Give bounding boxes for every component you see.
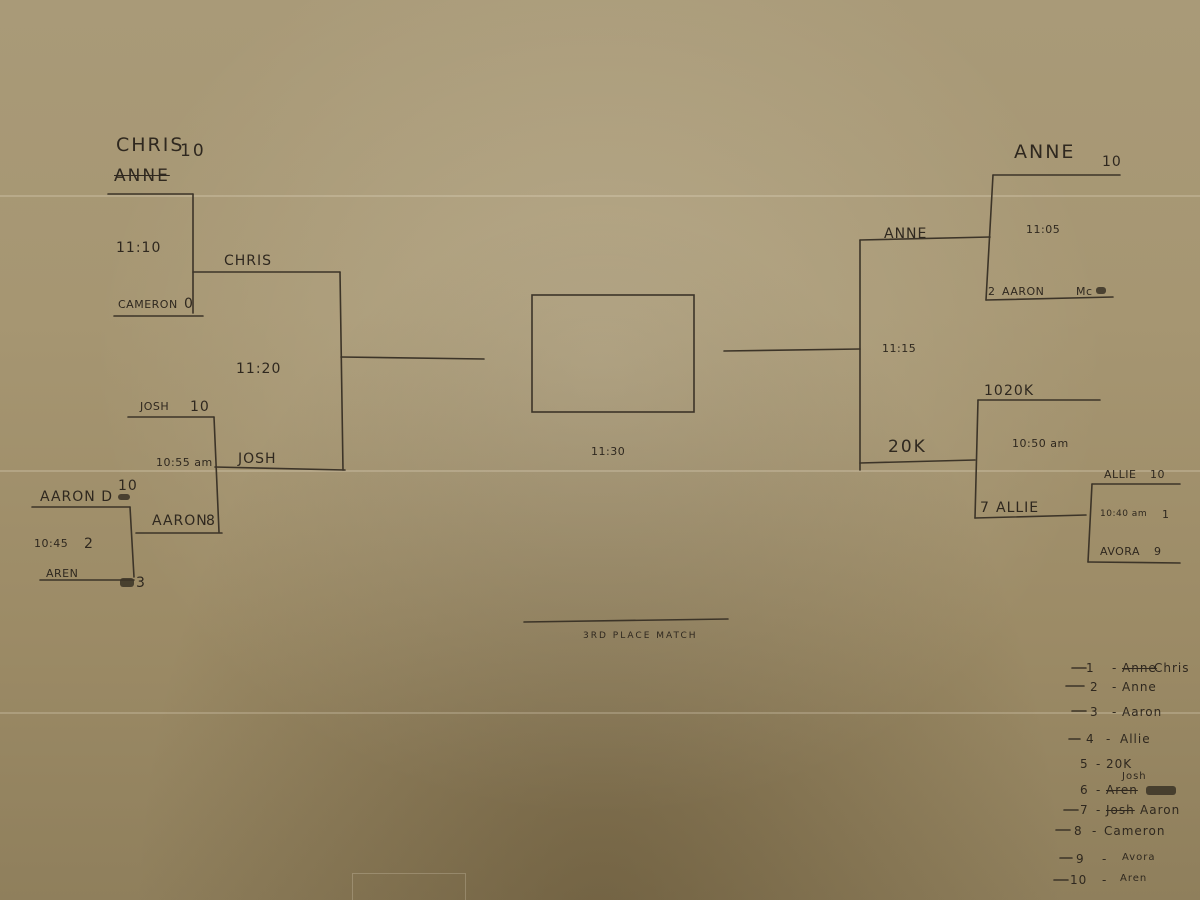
final-time: 11:30 (591, 445, 626, 458)
key-dash: - (1102, 852, 1108, 866)
key-num: 7 (1080, 803, 1089, 817)
fold-crease-middle (0, 470, 1200, 472)
right-semi-bottom-name: 20K (888, 437, 927, 457)
left-semifinal-lines (339, 271, 485, 471)
key-num: 4 (1086, 732, 1095, 746)
left-round1-match1-lines (107, 193, 341, 317)
third-place-label: 3RD PLACE MATCH (583, 631, 698, 641)
left-m3-scribble-score (120, 578, 134, 587)
left-m1-bottom-name: CAMERON (118, 298, 178, 311)
left-round1-match3-lines (31, 506, 135, 581)
key-dashes (1053, 667, 1087, 881)
right-m1-top-name: ANNE (1014, 141, 1076, 163)
left-m3-bottom-name: AREN (46, 567, 79, 580)
right-round1-match1-lines (985, 174, 1121, 301)
left-semi-bottom-name: JOSH (238, 451, 277, 467)
left-m3-top-score: 10 (118, 478, 138, 494)
key-dash: - (1096, 757, 1102, 771)
right-semi-time: 11:15 (882, 342, 917, 355)
right-m1-bottom-seed: 2 (988, 285, 996, 298)
left-m3-top-name: AARON D (40, 489, 113, 505)
left-m2-top-name: JOSH (140, 400, 170, 413)
right-m1-bottom-name: AARON (1002, 285, 1045, 298)
fold-crease-top (0, 195, 1200, 197)
key-num: 5 (1080, 757, 1089, 771)
key-struck-name: Aren (1106, 783, 1138, 797)
right-m2-bottom-seed: 7 (980, 500, 990, 516)
right-round1-match3-lines (1087, 483, 1181, 564)
right-m2-bottom-name: ALLIE (996, 500, 1040, 516)
left-m2-time: 10:55 am (156, 456, 213, 469)
key-dash: - (1096, 803, 1102, 817)
key-dash: - (1102, 873, 1108, 887)
key-name: 20K (1106, 757, 1133, 771)
key-dash: - (1106, 732, 1112, 746)
key-dash: - (1112, 705, 1118, 719)
fold-crease-bottom (0, 712, 1200, 714)
key-num: 3 (1090, 705, 1099, 719)
left-m1-top-score: 10 (180, 141, 206, 161)
left-m1-struck-name: ANNE (114, 166, 170, 186)
left-m3-time: 10:45 (34, 537, 69, 550)
key-name: Chris (1154, 661, 1190, 675)
key-name: Aren (1120, 873, 1148, 884)
key-dash: - (1092, 824, 1098, 838)
right-m3-bottom-score: 9 (1154, 545, 1162, 558)
key-struck-name: Anne (1122, 661, 1157, 675)
final-box (531, 294, 695, 413)
key-name: Cameron (1104, 824, 1166, 838)
key-name: Allie (1120, 732, 1151, 746)
right-round1-match2-lines (974, 399, 1101, 519)
key-name: Josh (1122, 771, 1147, 782)
key-struck-name: Josh (1106, 803, 1135, 817)
left-m1-bottom-score: 0 (184, 296, 194, 312)
left-m1-time: 11:10 (116, 240, 162, 256)
left-round1-match2-lines (127, 416, 346, 534)
left-m3-scribble-mark (118, 494, 130, 500)
left-m2-top-score: 10 (190, 399, 210, 415)
key-dash: - (1112, 680, 1118, 694)
right-semi-top-name: ANNE (884, 226, 928, 242)
key-name: Avora (1122, 852, 1156, 863)
left-semi-top-name: CHRIS (224, 253, 273, 269)
right-m3-time: 10:40 am (1100, 509, 1148, 519)
cardboard-tab (352, 873, 466, 900)
third-place-line (523, 618, 729, 623)
key-dash: - (1112, 661, 1118, 675)
right-m3-top-name: ALLIE (1104, 468, 1137, 481)
right-m2-top-score: 10 (984, 383, 1004, 399)
left-m1-top-name: CHRIS (116, 134, 185, 156)
key-dash: - (1096, 783, 1102, 797)
key-num: 10 (1070, 873, 1088, 887)
left-m2-bottom-name: AARON (152, 513, 208, 529)
key-name: Aaron (1122, 705, 1163, 719)
right-m3-top-score: 10 (1150, 468, 1165, 481)
right-m2-top-name: 20K (1004, 383, 1034, 399)
right-m3-bottom-name: AVORA (1100, 545, 1141, 558)
right-m1-bottom-extra: Mc (1076, 285, 1093, 298)
left-m3-bottom-score: 3 (136, 575, 146, 591)
key-scribble (1146, 786, 1176, 795)
right-m2-time: 10:50 am (1012, 437, 1069, 450)
right-m1-top-score: 10 (1102, 154, 1122, 170)
left-semi-time: 11:20 (236, 361, 282, 377)
right-m1-scribble (1096, 287, 1106, 294)
key-num: 1 (1086, 661, 1095, 675)
key-name: Aaron (1140, 803, 1181, 817)
key-num: 6 (1080, 783, 1089, 797)
left-m2-bottom-score: 8 (206, 513, 216, 529)
key-num: 2 (1090, 680, 1099, 694)
key-num: 8 (1074, 824, 1083, 838)
right-semifinal-lines (723, 236, 991, 471)
right-m3-mid-score: 1 (1162, 508, 1170, 521)
right-m1-time: 11:05 (1026, 223, 1061, 236)
key-name: Anne (1122, 680, 1157, 694)
key-num: 9 (1076, 852, 1085, 866)
left-m3-seed: 2 (84, 536, 94, 552)
